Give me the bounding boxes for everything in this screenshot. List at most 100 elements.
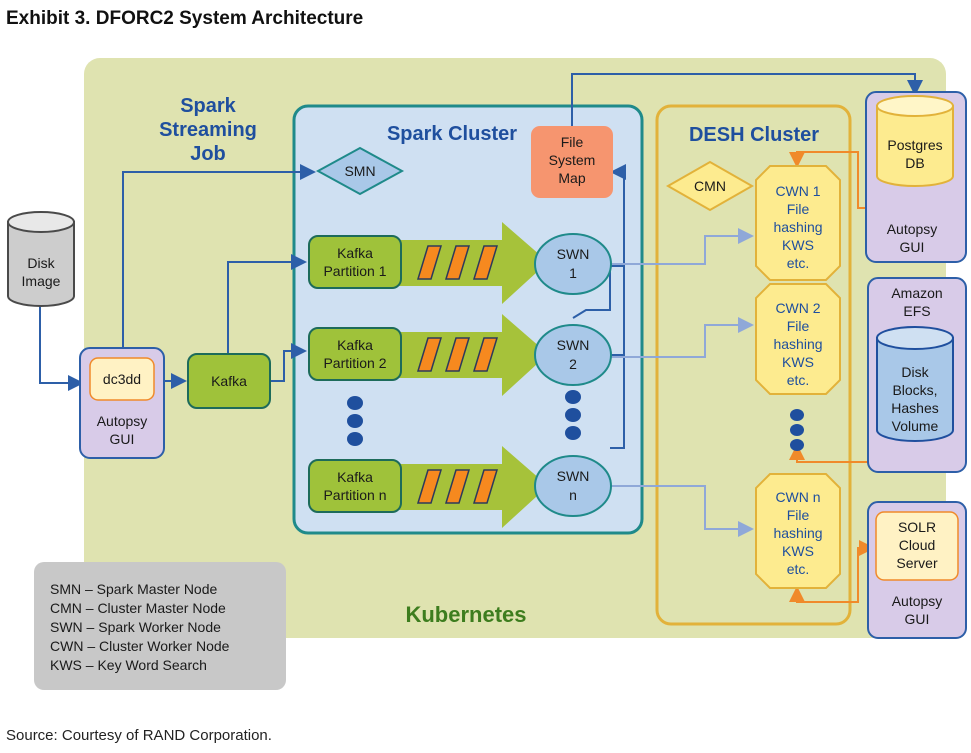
cwn-2-node: CWN 2 File hashing KWS etc.: [755, 283, 841, 395]
message-block: [472, 337, 499, 372]
svg-text:Disk: Disk: [27, 255, 55, 271]
svg-text:Kafka: Kafka: [337, 337, 373, 353]
svg-text:Blocks,: Blocks,: [892, 382, 937, 398]
cmn-diamond: CMN: [665, 160, 755, 212]
spark-cluster-title: Spark Cluster: [387, 123, 517, 145]
swn-1-node: [534, 233, 612, 295]
autopsy-bottom-label-1: Autopsy: [892, 593, 943, 609]
smn-diamond: SMN: [315, 146, 405, 196]
solr-label-2: Cloud: [899, 537, 936, 553]
file-system-map-box: [531, 126, 613, 198]
autopsy-top-label-2: GUI: [900, 239, 925, 255]
svg-text:SWN: SWN: [557, 337, 590, 353]
autopsy-left-label-2: GUI: [110, 431, 135, 447]
kafka-partition-n-box: [308, 459, 402, 513]
svg-text:etc.: etc.: [787, 372, 810, 388]
solr-server-box: [875, 511, 959, 581]
fsm-label-2: System: [549, 152, 596, 168]
svg-text:File: File: [787, 318, 810, 334]
source-caption: Source: Courtesy of RAND Corporation.: [6, 727, 272, 744]
solr-label-3: Server: [896, 555, 938, 571]
swn-to-fsm-arrow: [609, 164, 626, 267]
svg-text:KWS: KWS: [782, 543, 814, 559]
svg-text:CWN 2: CWN 2: [775, 300, 820, 316]
autopsy-left-label-1: Autopsy: [97, 413, 148, 429]
message-block: [444, 245, 471, 280]
svg-text:CMN: CMN: [694, 178, 726, 194]
svg-text:Partition 2: Partition 2: [323, 355, 386, 371]
swn2-to-cwn2-arrow: [610, 317, 754, 358]
partition-ellipsis-dots: [347, 396, 363, 446]
svg-text:Kafka: Kafka: [337, 469, 373, 485]
svg-text:Job: Job: [190, 143, 226, 165]
swn1-link-line: [572, 266, 611, 319]
svg-text:etc.: etc.: [787, 561, 810, 577]
message-block: [416, 337, 443, 372]
svg-text:Hashes: Hashes: [891, 400, 938, 416]
svg-text:Image: Image: [22, 273, 61, 289]
fsm-label-1: File: [561, 134, 584, 150]
svg-text:Partition n: Partition n: [323, 487, 386, 503]
svg-text:1: 1: [569, 265, 577, 281]
message-block: [416, 245, 443, 280]
svg-text:File: File: [787, 507, 810, 523]
svg-text:hashing: hashing: [773, 219, 822, 235]
svg-text:DB: DB: [905, 155, 924, 171]
legend: SMN – Spark Master Node CMN – Cluster Ma…: [50, 581, 230, 673]
partition-row-2: Kafka Partition 2 SWN 2: [308, 314, 612, 396]
kafka-label: Kafka: [211, 373, 247, 389]
svg-text:CWN n: CWN n: [775, 489, 820, 505]
legend-item: SMN – Spark Master Node: [50, 581, 217, 597]
svg-text:Spark: Spark: [180, 95, 236, 117]
kafka-box: [187, 353, 271, 409]
svg-text:SWN: SWN: [557, 246, 590, 262]
svg-text:SWN: SWN: [557, 468, 590, 484]
svg-text:n: n: [569, 487, 577, 503]
svg-text:Volume: Volume: [892, 418, 939, 434]
efs-label-2: EFS: [903, 303, 930, 319]
cwn-ellipsis-dots: [790, 409, 804, 451]
svg-text:Partition 1: Partition 1: [323, 263, 386, 279]
legend-item: KWS – Key Word Search: [50, 657, 207, 673]
svg-text:etc.: etc.: [787, 255, 810, 271]
postgres-db-cylinder: Postgres DB: [876, 95, 954, 187]
efs-label-1: Amazon: [891, 285, 942, 301]
partition-row-1: Kafka Partition 1 SWN 1: [308, 222, 612, 304]
svg-text:KWS: KWS: [782, 237, 814, 253]
swnn-to-cwnn-arrow: [610, 485, 754, 537]
svg-text:SMN: SMN: [344, 163, 375, 179]
legend-item: SWN – Spark Worker Node: [50, 619, 221, 635]
swn-ellipsis-dots: [565, 390, 581, 440]
swn1-to-cwn1-arrow: [610, 228, 754, 265]
autopsy-bottom-label-2: GUI: [905, 611, 930, 627]
dc3dd-box: [89, 357, 155, 401]
message-block: [472, 469, 499, 504]
svg-text:File: File: [787, 201, 810, 217]
message-block: [472, 245, 499, 280]
legend-item: CMN – Cluster Master Node: [50, 600, 226, 616]
efs-volume-cylinder: Disk Blocks, Hashes Volume: [876, 326, 954, 442]
kafka-to-partition2-arrow: [270, 343, 307, 382]
legend-item: CWN – Cluster Worker Node: [50, 638, 230, 654]
fsm-to-postgres-arrow: [571, 73, 923, 126]
spark-cluster-box: [292, 104, 644, 535]
desh-cluster-title: DESH Cluster: [689, 124, 819, 146]
page-title: Exhibit 3. DFORC2 System Architecture: [6, 8, 363, 29]
swn-2-node: [534, 324, 612, 386]
svg-text:Disk: Disk: [901, 364, 929, 380]
svg-text:CWN 1: CWN 1: [775, 183, 820, 199]
dc3dd-label: dc3dd: [103, 371, 141, 387]
swn-n-node: [534, 455, 612, 517]
cwn-solr-orange-arrow: [789, 540, 875, 603]
cwn-1-node: CWN 1 File hashing KWS etc.: [755, 165, 841, 281]
disk-image-cylinder: Disk Image: [7, 211, 75, 307]
svg-text:hashing: hashing: [773, 525, 822, 541]
svg-text:KWS: KWS: [782, 354, 814, 370]
svg-text:2: 2: [569, 356, 577, 372]
message-block: [416, 469, 443, 504]
cwn-n-node: CWN n File hashing KWS etc.: [755, 473, 841, 589]
kafka-to-partition1-arrow: [227, 254, 307, 355]
message-block: [444, 469, 471, 504]
svg-text:Streaming: Streaming: [159, 119, 257, 141]
